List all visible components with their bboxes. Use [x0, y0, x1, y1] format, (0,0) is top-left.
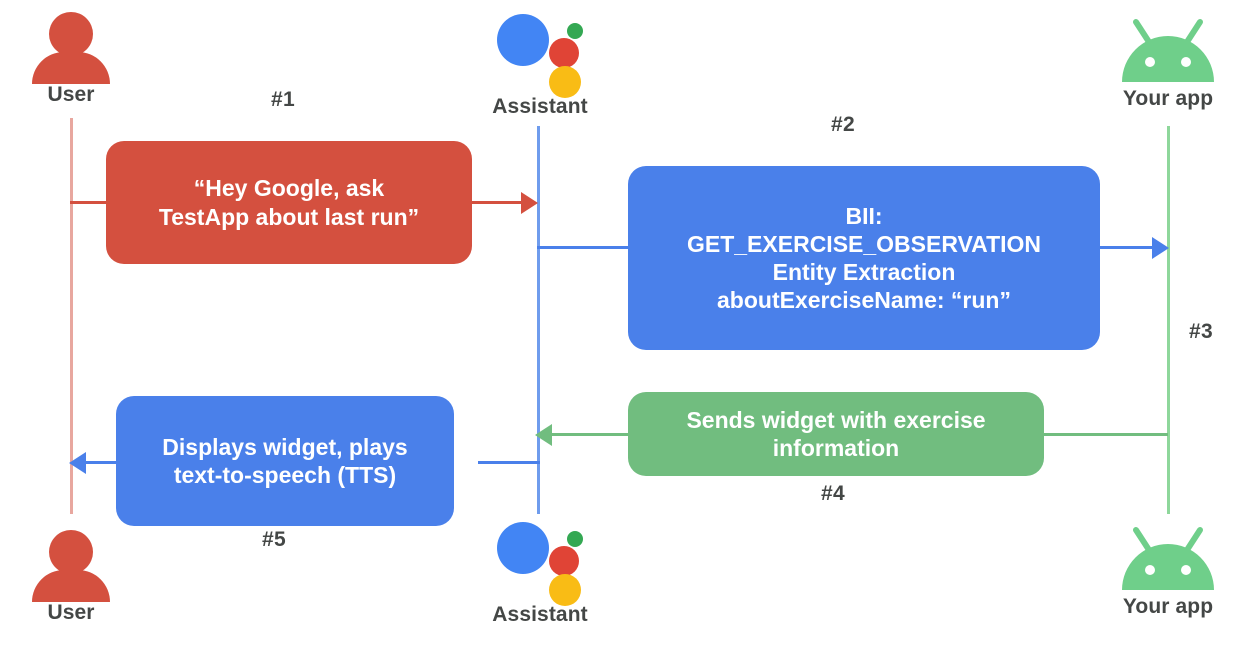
google-assistant-icon	[497, 518, 583, 606]
connector-assistant-to-box5	[478, 461, 540, 464]
connector-user-to-box1	[70, 201, 116, 204]
google-assistant-icon	[497, 10, 583, 98]
step-label-4: #4	[821, 482, 845, 505]
connector-assistant-to-box2	[537, 246, 631, 249]
actor-label-user-top: User	[47, 83, 95, 106]
message-box-4: Sends widget with exercise information	[628, 392, 1044, 476]
arrowhead-step-4	[535, 424, 552, 446]
message-box-5: Displays widget, plays text-to-speech (T…	[116, 396, 454, 526]
connector-box5-to-user	[85, 461, 133, 464]
actor-label-assistant-bottom: Assistant	[492, 603, 588, 626]
actor-label-user-bottom: User	[47, 601, 95, 624]
arrowhead-step-3	[1152, 237, 1169, 259]
lifeline-user	[70, 118, 73, 514]
actor-your-app-bottom: Your app	[1108, 524, 1228, 617]
connector-box2-to-app	[1097, 246, 1155, 249]
android-robot-icon	[1108, 524, 1228, 596]
person-icon	[32, 530, 110, 602]
connector-box4-to-assistant	[548, 433, 634, 436]
message-box-2: BII: GET_EXERCISE_OBSERVATION Entity Ext…	[628, 166, 1100, 350]
actor-your-app-top: Your app	[1108, 16, 1228, 109]
step-label-3: #3	[1189, 320, 1213, 343]
actor-user-top: User	[32, 12, 110, 105]
message-box-1: “Hey Google, ask TestApp about last run”	[106, 141, 472, 264]
connector-box1-to-assistant	[465, 201, 523, 204]
actor-label-your-app-top: Your app	[1122, 87, 1214, 110]
connector-app-to-box4	[1040, 433, 1168, 436]
person-icon	[32, 12, 110, 84]
step-label-5: #5	[262, 528, 286, 551]
android-robot-icon	[1108, 16, 1228, 88]
step-label-2: #2	[831, 113, 855, 136]
arrowhead-step-5	[69, 452, 86, 474]
actor-assistant-top: Assistant	[470, 10, 610, 117]
lifeline-assistant	[537, 126, 540, 514]
arrowhead-step-1	[521, 192, 538, 214]
step-label-1: #1	[271, 88, 295, 111]
actor-label-assistant-top: Assistant	[492, 95, 588, 118]
actor-user-bottom: User	[32, 530, 110, 623]
actor-label-your-app-bottom: Your app	[1122, 595, 1214, 618]
actor-assistant-bottom: Assistant	[470, 518, 610, 625]
lifeline-your-app	[1167, 126, 1170, 514]
